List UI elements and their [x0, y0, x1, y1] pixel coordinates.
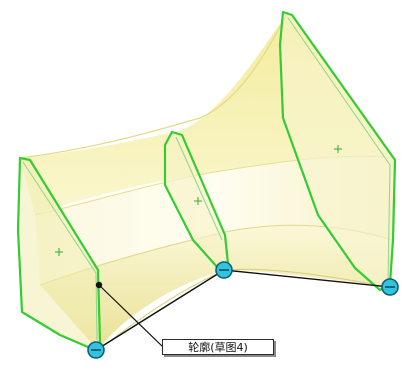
connector-handle-icon[interactable] — [381, 278, 399, 296]
leader-anchor-point — [95, 281, 103, 289]
sketch-origin-1 — [55, 248, 63, 256]
profile-callout-label[interactable]: 轮廓(草图4) — [162, 339, 274, 355]
connector-line — [95, 269, 391, 351]
connector-handle-icon[interactable] — [87, 341, 105, 359]
sketch-origin-2 — [194, 197, 202, 205]
connector-handle-icon[interactable] — [215, 261, 233, 279]
callout-leader — [95, 281, 164, 348]
profile-3[interactable] — [278, 10, 397, 292]
sketch-origin-3 — [334, 145, 342, 153]
